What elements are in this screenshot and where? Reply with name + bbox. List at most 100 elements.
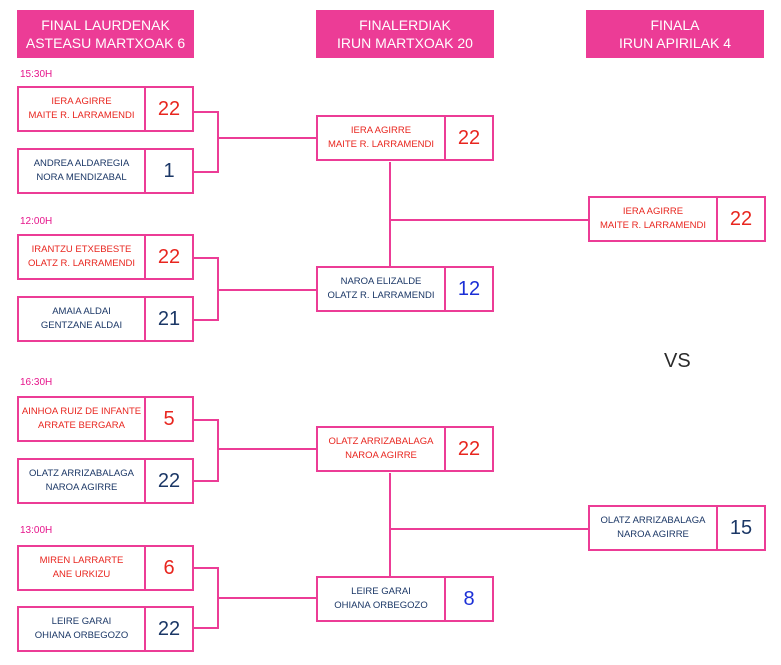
- player-name: AMAIA ALDAI: [52, 306, 111, 317]
- header-final-line2: IRUN APIRILAK 4: [618, 35, 732, 51]
- player-name: ARRATE BERGARA: [38, 420, 125, 431]
- connector-line: [194, 480, 219, 482]
- connector-line: [217, 289, 316, 291]
- team-names: AMAIA ALDAI GENTZANE ALDAI: [19, 298, 144, 340]
- quarterfinal-match-box: AINHOA RUIZ DE INFANTE ARRATE BERGARA 5: [17, 396, 194, 442]
- connector-line: [390, 219, 588, 221]
- team-names: OLATZ ARRIZABALAGA NAROA AGIRRE: [19, 460, 144, 502]
- team-score: 22: [144, 236, 192, 278]
- team-names: LEIRE GARAI OHIANA ORBEGOZO: [318, 578, 444, 620]
- player-name: IRANTZU ETXEBESTE: [31, 244, 132, 255]
- player-name: MAITE R. LARRAMENDI: [327, 139, 435, 150]
- team-names: ANDREA ALDAREGIA NORA MENDIZABAL: [19, 150, 144, 192]
- team-names: AINHOA RUIZ DE INFANTE ARRATE BERGARA: [19, 398, 144, 440]
- final-match-box: IERA AGIRRE MAITE R. LARRAMENDI 22: [588, 196, 766, 242]
- team-names: LEIRE GARAI OHIANA ORBEGOZO: [19, 608, 144, 650]
- player-name: MAITE R. LARRAMENDI: [599, 220, 707, 231]
- team-names: MIREN LARRARTE ANE URKIZU: [19, 547, 144, 589]
- header-semifinals-line2: IRUN MARTXOAK 20: [337, 35, 473, 51]
- connector-line: [194, 319, 219, 321]
- team-names: IERA AGIRRE MAITE R. LARRAMENDI: [19, 88, 144, 130]
- player-name: OHIANA ORBEGOZO: [334, 600, 428, 611]
- connector-line: [389, 162, 391, 266]
- player-name: OLATZ R. LARRAMENDI: [28, 258, 135, 269]
- team-names: NAROA ELIZALDE OLATZ R. LARRAMENDI: [318, 268, 444, 310]
- player-name: NAROA ELIZALDE: [340, 276, 422, 287]
- time-label: 16:30H: [20, 377, 53, 388]
- team-score: 22: [444, 428, 492, 470]
- connector-line: [390, 528, 588, 530]
- header-quarterfinals-line1: FINAL LAURDENAK: [41, 17, 170, 33]
- connector-line: [217, 419, 219, 482]
- player-name: ANE URKIZU: [52, 569, 111, 580]
- player-name: OHIANA ORBEGOZO: [34, 630, 129, 641]
- connector-line: [217, 448, 316, 450]
- player-name: IERA AGIRRE: [51, 96, 112, 107]
- time-label: 12:00H: [20, 216, 53, 227]
- semifinal-match-box: OLATZ ARRIZABALAGA NAROA AGIRRE 22: [316, 426, 494, 472]
- team-score: 6: [144, 547, 192, 589]
- player-name: OLATZ ARRIZABALAGA: [29, 468, 134, 479]
- team-score: 1: [144, 150, 192, 192]
- semifinal-match-box: NAROA ELIZALDE OLATZ R. LARRAMENDI 12: [316, 266, 494, 312]
- team-score: 21: [144, 298, 192, 340]
- quarterfinal-match-box: ANDREA ALDAREGIA NORA MENDIZABAL 1: [17, 148, 194, 194]
- semifinal-match-box: LEIRE GARAI OHIANA ORBEGOZO 8: [316, 576, 494, 622]
- player-name: OLATZ ARRIZABALAGA: [600, 515, 706, 526]
- team-names: IRANTZU ETXEBESTE OLATZ R. LARRAMENDI: [19, 236, 144, 278]
- semifinal-match-box: IERA AGIRRE MAITE R. LARRAMENDI 22: [316, 115, 494, 161]
- quarterfinal-match-box: OLATZ ARRIZABALAGA NAROA AGIRRE 22: [17, 458, 194, 504]
- team-score: 22: [144, 88, 192, 130]
- player-name: IERA AGIRRE: [622, 206, 684, 217]
- time-label: 13:00H: [20, 525, 53, 536]
- quarterfinal-match-box: MIREN LARRARTE ANE URKIZU 6: [17, 545, 194, 591]
- player-name: NAROA AGIRRE: [617, 529, 689, 540]
- player-name: OLATZ R. LARRAMENDI: [327, 290, 435, 301]
- team-names: OLATZ ARRIZABALAGA NAROA AGIRRE: [590, 507, 716, 549]
- connector-line: [389, 473, 391, 577]
- connector-line: [194, 111, 219, 113]
- team-names: OLATZ ARRIZABALAGA NAROA AGIRRE: [318, 428, 444, 470]
- connector-line: [217, 137, 316, 139]
- player-name: AINHOA RUIZ DE INFANTE: [21, 406, 142, 417]
- connector-line: [194, 627, 219, 629]
- connector-line: [194, 171, 219, 173]
- header-quarterfinals: FINAL LAURDENAK ASTEASU MARTXOAK 6: [17, 10, 194, 58]
- team-score: 22: [716, 198, 764, 240]
- header-quarterfinals-line2: ASTEASU MARTXOAK 6: [25, 35, 186, 51]
- player-name: NAROA AGIRRE: [345, 450, 417, 461]
- team-score: 22: [144, 608, 192, 650]
- team-score: 12: [444, 268, 492, 310]
- player-name: NAROA AGIRRE: [45, 482, 118, 493]
- header-final-line1: FINALA: [650, 17, 700, 33]
- player-name: GENTZANE ALDAI: [40, 320, 123, 331]
- team-score: 22: [444, 117, 492, 159]
- player-name: ANDREA ALDAREGIA: [33, 158, 130, 169]
- team-score: 15: [716, 507, 764, 549]
- header-final: FINALA IRUN APIRILAK 4: [586, 10, 764, 58]
- team-names: IERA AGIRRE MAITE R. LARRAMENDI: [318, 117, 444, 159]
- connector-line: [217, 111, 219, 173]
- team-score: 8: [444, 578, 492, 620]
- player-name: OLATZ ARRIZABALAGA: [328, 436, 434, 447]
- player-name: IERA AGIRRE: [350, 125, 412, 136]
- final-match-box: OLATZ ARRIZABALAGA NAROA AGIRRE 15: [588, 505, 766, 551]
- player-name: LEIRE GARAI: [351, 586, 411, 597]
- connector-line: [217, 597, 316, 599]
- team-score: 5: [144, 398, 192, 440]
- connector-line: [194, 419, 219, 421]
- quarterfinal-match-box: AMAIA ALDAI GENTZANE ALDAI 21: [17, 296, 194, 342]
- connector-line: [194, 567, 219, 569]
- versus-label: VS: [664, 350, 691, 372]
- time-label: 15:30H: [20, 69, 53, 80]
- team-score: 22: [144, 460, 192, 502]
- player-name: MAITE R. LARRAMENDI: [28, 110, 135, 121]
- player-name: NORA MENDIZABAL: [36, 172, 127, 183]
- quarterfinal-match-box: LEIRE GARAI OHIANA ORBEGOZO 22: [17, 606, 194, 652]
- player-name: MIREN LARRARTE: [39, 555, 124, 566]
- header-semifinals-line1: FINALERDIAK: [359, 17, 451, 33]
- player-name: LEIRE GARAI: [51, 616, 112, 627]
- quarterfinal-match-box: IERA AGIRRE MAITE R. LARRAMENDI 22: [17, 86, 194, 132]
- header-semifinals: FINALERDIAK IRUN MARTXOAK 20: [316, 10, 494, 58]
- connector-line: [194, 257, 219, 259]
